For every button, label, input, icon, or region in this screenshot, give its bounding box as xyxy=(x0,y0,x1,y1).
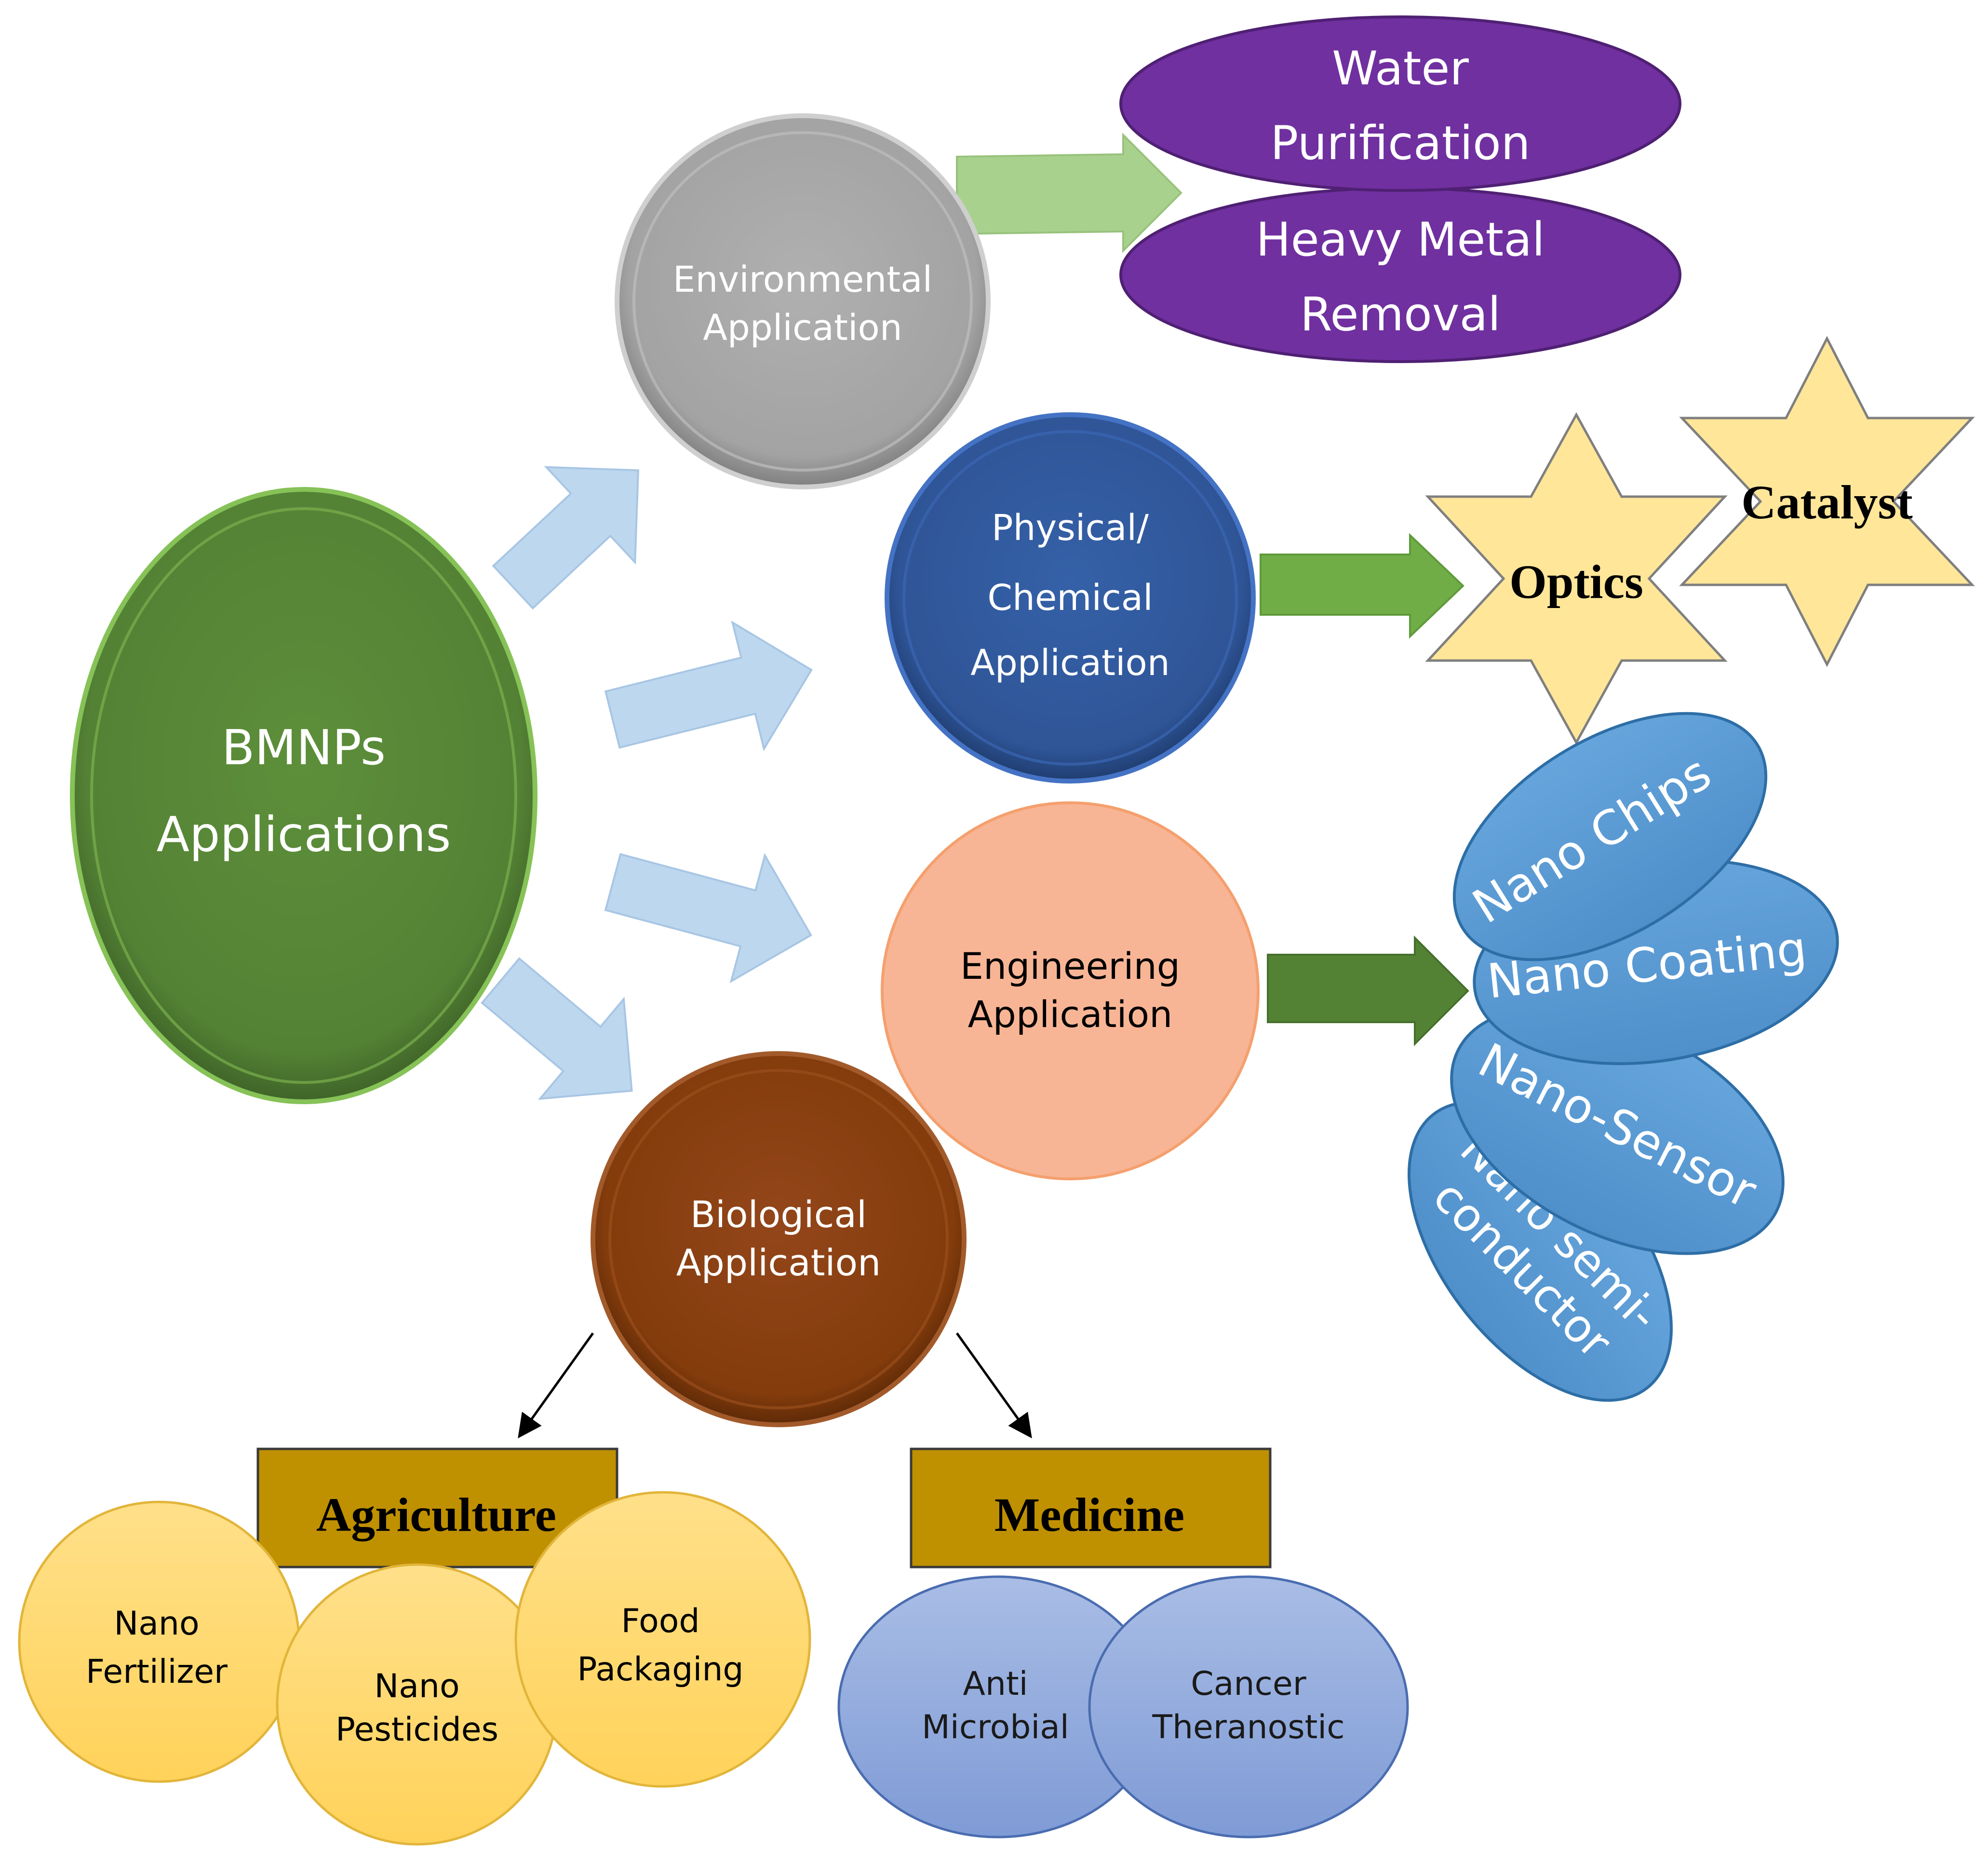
heavy-metal-label-line2: Removal xyxy=(1300,287,1501,341)
nano-fertilizer-line1: Nano xyxy=(114,1605,199,1643)
water-purification-label-line2: Purification xyxy=(1270,116,1530,170)
engineering-to-nano-arrow xyxy=(1267,935,1469,1046)
water-purification-node: Water Purification xyxy=(1119,15,1681,192)
catalyst-label: Catalyst xyxy=(1741,475,1913,529)
biological-label-line2: Application xyxy=(676,1241,881,1284)
physical-chemical-application-node: Physical/ Chemical Application xyxy=(885,412,1256,784)
water-purification-label-line1: Water xyxy=(1332,41,1469,95)
nano-pesticides-line2: Pesticides xyxy=(336,1711,498,1749)
arrow-to-engineering xyxy=(604,853,812,984)
environmental-label-line1: Environmental xyxy=(673,259,932,300)
biological-label-line1: Biological xyxy=(690,1193,867,1236)
anti-microbial-line2: Microbial xyxy=(922,1708,1069,1746)
cancer-theranostic-line1: Cancer xyxy=(1191,1665,1306,1703)
physical-label-line1: Physical/ xyxy=(992,507,1149,549)
nano-pesticides-circle: Nano Pesticides xyxy=(276,1563,558,1846)
center-label-line2: Applications xyxy=(157,806,451,863)
environmental-label-line2: Application xyxy=(703,307,902,349)
nano-fertilizer-line2: Fertilizer xyxy=(86,1653,228,1691)
biological-application-node: Biological Application xyxy=(591,1051,967,1427)
heavy-metal-removal-node: Heavy Metal Removal xyxy=(1119,187,1681,363)
engineering-application-node: Engineering Application xyxy=(881,801,1260,1180)
bmnps-applications-node: BMNPs Applications xyxy=(70,487,537,1104)
nano-sensor-lobe: Nano-Sensor xyxy=(1450,1006,1785,1255)
physical-label-line3: Application xyxy=(970,642,1169,684)
arrow-to-agriculture xyxy=(518,1332,594,1439)
engineering-label-line2: Application xyxy=(968,993,1173,1036)
catalyst-star: Catalyst xyxy=(1679,336,1975,667)
engineering-label-line1: Engineering xyxy=(960,945,1180,987)
medicine-box: Medicine xyxy=(910,1447,1272,1568)
optics-label: Optics xyxy=(1509,555,1643,608)
nano-pesticides-line1: Nano xyxy=(374,1667,459,1705)
nano-items-cluster: Nano semi- conductor Nano-Sensor Nano Co… xyxy=(1408,712,1839,1402)
physical-to-optics-arrow xyxy=(1260,533,1464,639)
optics-star: Optics xyxy=(1425,412,1728,745)
food-packaging-line1: Food xyxy=(621,1602,699,1640)
cancer-theranostic-line2: Theranostic xyxy=(1152,1708,1344,1746)
food-packaging-circle: Food Packaging xyxy=(514,1491,811,1788)
heavy-metal-label-line1: Heavy Metal xyxy=(1256,213,1545,267)
arrow-to-biological xyxy=(481,957,633,1100)
nano-fertilizer-circle: Nano Fertilizer xyxy=(18,1501,300,1783)
anti-microbial-ellipse: Anti Microbial xyxy=(837,1575,1158,1838)
food-packaging-line2: Packaging xyxy=(577,1650,743,1689)
cancer-theranostic-ellipse: Cancer Theranostic xyxy=(1088,1575,1409,1838)
arrow-to-physical xyxy=(604,620,813,752)
environmental-application-node: Environmental Application xyxy=(615,113,991,489)
nano-chips-lobe: Nano Chips xyxy=(1452,712,1768,961)
agriculture-label: Agriculture xyxy=(316,1488,556,1541)
medicine-label: Medicine xyxy=(994,1488,1184,1541)
anti-microbial-line1: Anti xyxy=(963,1665,1028,1703)
physical-label-line2: Chemical xyxy=(987,577,1153,619)
arrow-to-medicine xyxy=(955,1332,1032,1439)
center-label-line1: BMNPs xyxy=(222,719,386,776)
arrow-to-environmental xyxy=(492,466,640,610)
environmental-to-outcomes-arrow xyxy=(956,133,1182,253)
